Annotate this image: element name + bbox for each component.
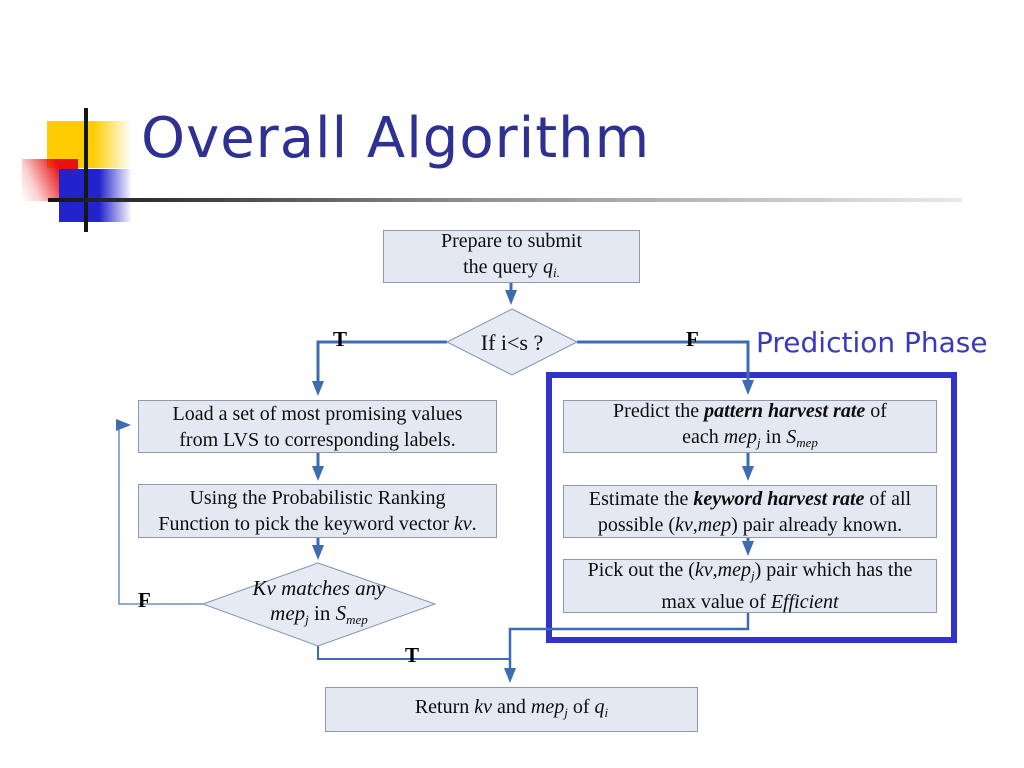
text-segment: kv xyxy=(453,513,472,535)
text-segment: the query xyxy=(463,255,544,278)
prediction-phase-frame xyxy=(546,372,957,643)
box-text-line: each mepj in Smep xyxy=(682,424,818,456)
connector-match-false-loop xyxy=(116,419,203,605)
box-text-line: Load a set of most promising values xyxy=(173,401,463,427)
flow-box-using: Using the Probabilistic Ranking Function… xyxy=(138,484,497,538)
text-segment: , xyxy=(692,513,698,536)
connector-if-false-to-predict xyxy=(577,340,754,395)
connector-if-true-to-load xyxy=(312,340,447,396)
text-segment: in xyxy=(760,425,787,448)
text-segment: kv xyxy=(474,695,493,718)
text-segment: max value of xyxy=(661,591,771,613)
box-text-line: If i<s ? xyxy=(481,330,544,355)
decision-diamond-if xyxy=(445,308,579,376)
page-title: Overall Algorithm xyxy=(141,106,651,171)
text-segment: j xyxy=(305,612,309,627)
box-text-line: the query qi. xyxy=(463,254,560,286)
branch-label-match-true: T xyxy=(405,643,420,667)
text-segment: Efficient xyxy=(770,591,839,613)
text-segment: of xyxy=(567,695,595,718)
text-segment: of xyxy=(865,399,887,422)
text-segment: Prepare to submit xyxy=(440,229,583,252)
box-text-line: Return kv and mepj of qi xyxy=(415,694,608,726)
flow-box-estimate: Estimate the keyword harvest rate of all… xyxy=(563,485,937,538)
flow-box-pick: Pick out the (kv,mepj) pair which has th… xyxy=(563,559,937,613)
text-segment: Using the Probabilistic Ranking xyxy=(189,487,446,509)
box-text-line: possible (kv,mep) pair already known. xyxy=(598,512,902,538)
text-segment: . xyxy=(471,513,477,535)
text-segment: q xyxy=(543,255,554,278)
decision-diamond-match xyxy=(201,562,437,647)
text-segment: If i<s ? xyxy=(480,329,544,355)
text-segment: Return xyxy=(414,695,475,718)
text-segment: Predict the xyxy=(613,399,705,422)
text-segment: from LVS to corresponding labels. xyxy=(179,428,456,451)
diamond-text-match: Kv matches any mepj in Smep xyxy=(203,576,435,632)
connector-match-true-to-return xyxy=(317,646,509,660)
text-segment: and xyxy=(492,695,531,718)
box-text-line: Using the Probabilistic Ranking xyxy=(189,485,445,511)
text-segment: , xyxy=(712,559,718,581)
text-segment: keyword harvest rate xyxy=(693,487,865,510)
flow-box-return: Return kv and mepj of qi xyxy=(325,687,698,732)
text-segment: i. xyxy=(553,264,560,280)
text-segment: i xyxy=(604,704,609,720)
text-segment: possible ( xyxy=(597,513,676,536)
text-segment: in xyxy=(308,601,336,625)
box-text-line: from LVS to corresponding labels. xyxy=(179,427,455,453)
text-segment: pattern harvest rate xyxy=(704,399,866,422)
prediction-phase-label: Prediction Phase xyxy=(756,326,988,359)
text-segment: j xyxy=(757,434,761,450)
text-segment: Estimate the xyxy=(588,487,694,510)
box-text-line: mepj in Smep xyxy=(270,601,368,632)
box-text-line: max value of Efficient xyxy=(661,589,838,615)
box-text-line: Pick out the (kv,mepj) pair which has th… xyxy=(588,557,913,589)
text-segment: mep xyxy=(697,513,732,536)
box-text-line: Predict the pattern harvest rate of xyxy=(613,398,887,424)
text-segment: ) pair already known. xyxy=(731,513,903,536)
flow-box-predict: Predict the pattern harvest rate of each… xyxy=(563,400,937,453)
text-segment: each xyxy=(682,425,724,448)
text-segment: Kv matches any xyxy=(252,576,386,600)
box-text-line: Prepare to submit xyxy=(441,228,582,254)
text-segment: q xyxy=(594,695,605,718)
text-segment: mep xyxy=(723,425,758,448)
flow-box-load: Load a set of most promising values from… xyxy=(138,400,497,453)
text-segment: mep xyxy=(717,559,751,581)
connector-pick-to-return xyxy=(504,612,750,683)
box-text-line: Kv matches any xyxy=(253,576,386,601)
text-segment: S xyxy=(786,425,797,448)
text-segment: mep xyxy=(530,695,565,718)
text-segment: of all xyxy=(864,487,912,510)
diamond-text-if: If i<s ? xyxy=(447,328,577,356)
box-text-line: Estimate the keyword harvest rate of all xyxy=(589,486,911,512)
text-segment: mep xyxy=(796,434,818,450)
branch-label-if-false: F xyxy=(686,327,699,351)
text-segment: ) pair which has the xyxy=(754,559,913,581)
text-segment: kv xyxy=(694,559,713,581)
text-segment: Function to pick the keyword vector xyxy=(158,513,454,535)
header-divider-line xyxy=(48,198,962,202)
text-segment: j xyxy=(564,704,568,720)
box-text-line: Function to pick the keyword vector kv. xyxy=(158,511,476,537)
text-segment: S xyxy=(335,601,347,625)
text-segment: mep xyxy=(270,601,306,625)
text-segment: j xyxy=(750,568,755,583)
decor-blue-square xyxy=(59,169,132,222)
text-segment: Load a set of most promising values xyxy=(172,402,463,425)
flow-box-prepare: Prepare to submit the query qi. xyxy=(383,230,640,283)
text-segment: Pick out the ( xyxy=(587,559,695,581)
decor-vertical-line xyxy=(84,108,88,232)
text-segment: mep xyxy=(346,612,368,627)
branch-label-match-false: F xyxy=(138,588,151,612)
branch-label-if-true: T xyxy=(333,327,348,351)
text-segment: kv xyxy=(675,513,693,536)
